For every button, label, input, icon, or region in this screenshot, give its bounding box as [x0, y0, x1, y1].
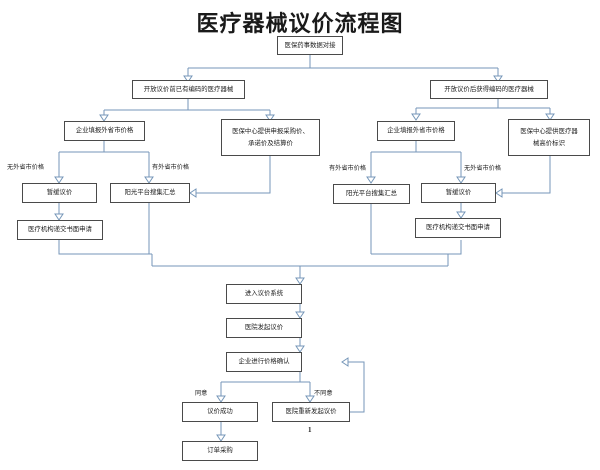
node-left-sunshine-platform[interactable]: 阳光平台搜集汇总	[110, 183, 190, 203]
node-branch-left[interactable]: 开放议价前已有编码的医疗器械	[132, 80, 245, 99]
node-branch-right[interactable]: 开放议价后获得编码的医疗器械	[430, 80, 548, 99]
node-enter-system[interactable]: 进入议价系统	[226, 284, 302, 304]
node-right-center-high-price-line2: 械高价标识	[533, 139, 565, 147]
page-title: 医疗器械议价流程图	[196, 11, 404, 36]
node-hospital-initiate-label: 医院发起议价	[244, 324, 284, 332]
node-left-sunshine-platform-label: 阳光平台搜集汇总	[124, 189, 176, 197]
node-right-enterprise-report[interactable]: 企业填报外省市价格	[377, 121, 455, 141]
edge-label-right-has-outside-price: 有外省市价格	[329, 165, 367, 172]
node-hospital-reinitiate-label: 医院重新发起议价	[285, 408, 337, 416]
node-right-written-application[interactable]: 医疗机构递交书面申请	[415, 218, 501, 238]
node-order-purchase-label: 订单采购	[207, 447, 233, 455]
node-hospital-reinitiate[interactable]: 医院重新发起议价	[272, 402, 350, 422]
edge-label-agree: 同意	[195, 390, 208, 397]
node-negotiation-success-label: 议价成功	[207, 408, 233, 416]
node-branch-left-label: 开放议价前已有编码的医疗器械	[143, 85, 234, 93]
node-root-label: 医保药事数据对接	[284, 41, 336, 49]
edge-label-left-has-outside-price: 有外省市价格	[152, 164, 190, 171]
page-number: 1	[308, 426, 312, 434]
node-left-enterprise-report[interactable]: 企业填报外省市价格	[64, 121, 145, 141]
node-left-postpone[interactable]: 暂缓议价	[22, 183, 97, 203]
node-order-purchase[interactable]: 订单采购	[182, 441, 258, 461]
node-enterprise-confirm[interactable]: 企业进行价格确认	[226, 352, 302, 372]
node-right-enterprise-report-label: 企业填报外省市价格	[387, 127, 445, 135]
edge-label-right-no-outside-price: 无外省市价格	[464, 165, 502, 172]
node-enterprise-confirm-label: 企业进行价格确认	[238, 358, 290, 366]
node-left-enterprise-report-label: 企业填报外省市价格	[75, 127, 134, 135]
edge-label-left-no-outside-price: 无外省市价格	[7, 164, 45, 171]
node-left-center-provide-line1: 医保中心提供申报采购价、	[232, 128, 309, 136]
node-hospital-initiate[interactable]: 医院发起议价	[226, 318, 302, 338]
node-right-postpone-label: 暂缓议价	[445, 189, 472, 197]
node-left-written-application-label: 医疗机构递交书面申请	[28, 226, 92, 234]
node-root[interactable]: 医保药事数据对接	[277, 36, 343, 55]
node-right-postpone[interactable]: 暂缓议价	[421, 183, 496, 203]
edge-label-disagree: 不同意	[314, 390, 333, 397]
node-right-sunshine-platform-label: 阳光平台搜集汇总	[345, 190, 398, 198]
node-left-center-provide[interactable]: 医保中心提供申报采购价、 承诺价及结算价	[221, 119, 320, 156]
node-left-postpone-label: 暂缓议价	[46, 189, 73, 197]
node-right-center-high-price-line1: 医保中心提供医疗器	[520, 128, 578, 136]
node-negotiation-success[interactable]: 议价成功	[182, 402, 258, 422]
node-right-written-application-label: 医疗机构递交书面申请	[426, 224, 490, 232]
node-right-center-high-price[interactable]: 医保中心提供医疗器 械高价标识	[508, 119, 590, 156]
node-left-center-provide-line2: 承诺价及结算价	[248, 139, 293, 147]
node-right-sunshine-platform[interactable]: 阳光平台搜集汇总	[333, 184, 410, 204]
node-branch-right-label: 开放议价后获得编码的医疗器械	[444, 85, 534, 93]
node-left-written-application[interactable]: 医疗机构递交书面申请	[17, 220, 103, 240]
node-enter-system-label: 进入议价系统	[244, 290, 284, 298]
